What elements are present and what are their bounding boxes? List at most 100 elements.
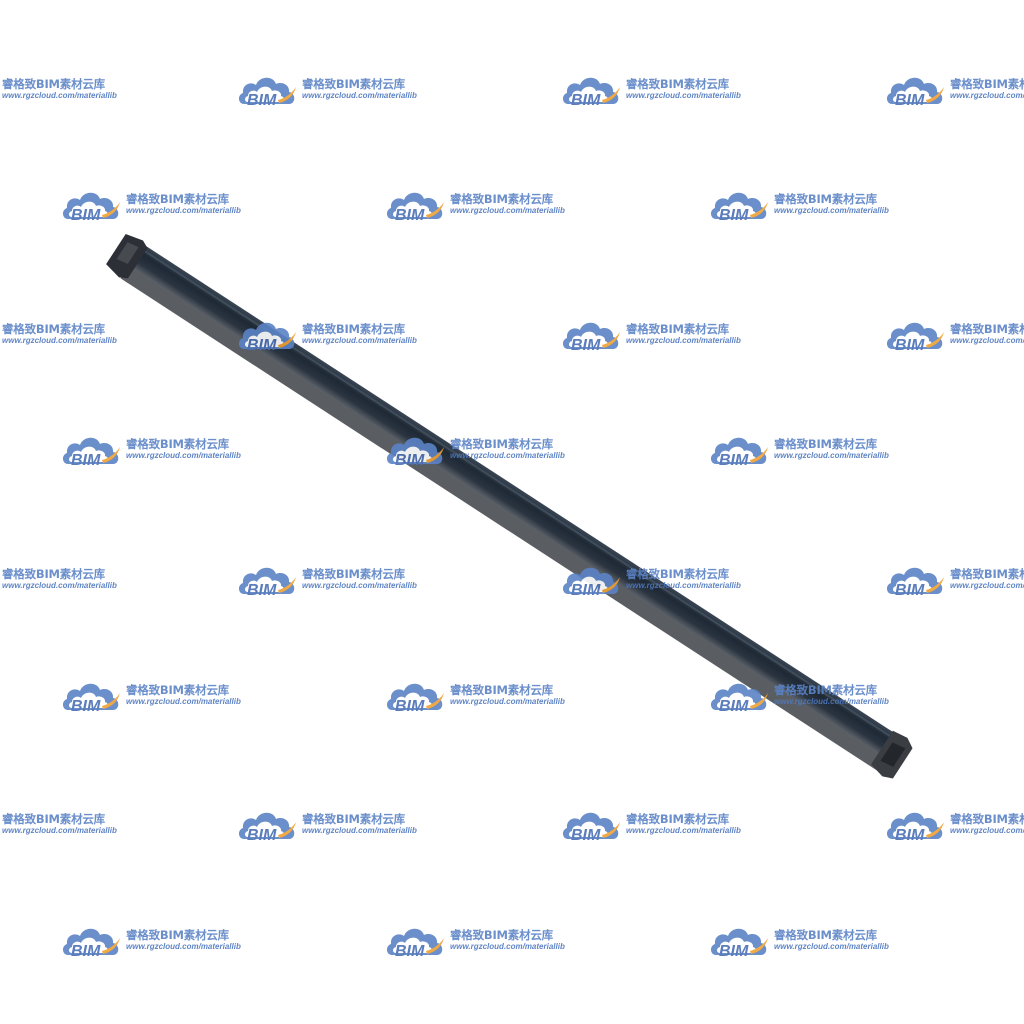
bim-cloud-logo-icon: BIM <box>710 192 768 224</box>
watermark-url: www.rgzcloud.com/materiallib <box>302 581 417 590</box>
bim-logo-text: BIM <box>571 582 601 599</box>
watermark: BIM 睿格致BIM素材云库 www.rgzcloud.com/material… <box>0 315 138 355</box>
watermark-name: 睿格致BIM素材云库 <box>774 928 877 942</box>
bim-cloud-logo-icon: BIM <box>238 322 296 354</box>
watermark-url: www.rgzcloud.com/materiallib <box>950 581 1024 590</box>
watermark: BIM 睿格致BIM素材云库 www.rgzcloud.com/material… <box>386 676 586 716</box>
watermark: BIM 睿格致BIM素材云库 www.rgzcloud.com/material… <box>62 676 262 716</box>
bim-logo-text: BIM <box>247 827 277 844</box>
bim-logo-text: BIM <box>895 92 925 109</box>
watermark-url: www.rgzcloud.com/materiallib <box>126 942 241 951</box>
bim-cloud-logo-icon: BIM <box>62 192 120 224</box>
bim-logo-text: BIM <box>247 92 277 109</box>
watermark-name: 睿格致BIM素材云库 <box>950 812 1024 826</box>
bim-logo-text: BIM <box>71 698 101 715</box>
watermark-name: 睿格致BIM素材云库 <box>126 928 229 942</box>
bim-logo-text: BIM <box>247 337 277 354</box>
watermark: BIM 睿格致BIM素材云库 www.rgzcloud.com/material… <box>62 921 262 961</box>
watermark-name: 睿格致BIM素材云库 <box>126 192 229 206</box>
bim-cloud-logo-icon: BIM <box>62 928 120 960</box>
bim-logo-text: BIM <box>571 92 601 109</box>
bim-cloud-logo-icon: BIM <box>386 437 444 469</box>
watermark-url: www.rgzcloud.com/materiallib <box>450 451 565 460</box>
watermark-url: www.rgzcloud.com/materiallib <box>126 206 241 215</box>
watermark: BIM 睿格致BIM素材云库 www.rgzcloud.com/material… <box>0 805 138 845</box>
watermark-url: www.rgzcloud.com/materiallib <box>626 826 741 835</box>
watermark: BIM 睿格致BIM素材云库 www.rgzcloud.com/material… <box>886 315 1024 355</box>
watermark: BIM 睿格致BIM素材云库 www.rgzcloud.com/material… <box>710 676 910 716</box>
watermark: BIM 睿格致BIM素材云库 www.rgzcloud.com/material… <box>238 315 438 355</box>
rod-end-socket-right <box>880 742 906 767</box>
watermark: BIM 睿格致BIM素材云库 www.rgzcloud.com/material… <box>710 921 910 961</box>
watermark-url: www.rgzcloud.com/materiallib <box>950 826 1024 835</box>
bim-logo-text: BIM <box>395 943 425 960</box>
bim-logo-text: BIM <box>395 698 425 715</box>
rod-highlight <box>143 249 895 740</box>
watermark: BIM 睿格致BIM素材云库 www.rgzcloud.com/material… <box>386 921 586 961</box>
watermark-url: www.rgzcloud.com/materiallib <box>2 91 117 100</box>
watermark-url: www.rgzcloud.com/materiallib <box>774 697 889 706</box>
watermark-url: www.rgzcloud.com/materiallib <box>302 91 417 100</box>
watermark-url: www.rgzcloud.com/materiallib <box>950 91 1024 100</box>
watermark-name: 睿格致BIM素材云库 <box>2 77 105 91</box>
watermark-name: 睿格致BIM素材云库 <box>774 192 877 206</box>
bim-logo-text: BIM <box>395 452 425 469</box>
bim-logo-text: BIM <box>895 582 925 599</box>
watermark-url: www.rgzcloud.com/materiallib <box>126 697 241 706</box>
bim-cloud-logo-icon: BIM <box>386 192 444 224</box>
bim-cloud-logo-icon: BIM <box>710 437 768 469</box>
rod-body <box>127 242 900 759</box>
watermark-name: 睿格致BIM素材云库 <box>450 928 553 942</box>
watermark-name: 睿格致BIM素材云库 <box>302 567 405 581</box>
watermark-url: www.rgzcloud.com/materiallib <box>774 206 889 215</box>
bim-cloud-logo-icon: BIM <box>62 437 120 469</box>
rod-end-socket-left <box>116 242 139 264</box>
watermark-name: 睿格致BIM素材云库 <box>950 567 1024 581</box>
watermark-url: www.rgzcloud.com/materiallib <box>302 826 417 835</box>
bim-cloud-logo-icon: BIM <box>238 567 296 599</box>
watermark-name: 睿格致BIM素材云库 <box>2 322 105 336</box>
bim-cloud-logo-icon: BIM <box>886 567 944 599</box>
bim-cloud-logo-icon: BIM <box>62 683 120 715</box>
watermark: BIM 睿格致BIM素材云库 www.rgzcloud.com/material… <box>562 70 762 110</box>
bim-logo-text: BIM <box>719 698 749 715</box>
steel-rod <box>106 233 913 779</box>
watermark-name: 睿格致BIM素材云库 <box>626 812 729 826</box>
bim-cloud-logo-icon: BIM <box>886 812 944 844</box>
bim-cloud-logo-icon: BIM <box>562 77 620 109</box>
watermark: BIM 睿格致BIM素材云库 www.rgzcloud.com/material… <box>562 805 762 845</box>
bim-cloud-logo-icon: BIM <box>238 77 296 109</box>
bim-logo-text: BIM <box>71 207 101 224</box>
bim-logo-text: BIM <box>571 337 601 354</box>
watermark-url: www.rgzcloud.com/materiallib <box>774 451 889 460</box>
bim-cloud-logo-icon: BIM <box>562 322 620 354</box>
watermark-url: www.rgzcloud.com/materiallib <box>450 697 565 706</box>
watermark-url: www.rgzcloud.com/materiallib <box>626 581 741 590</box>
watermark-url: www.rgzcloud.com/materiallib <box>2 581 117 590</box>
watermark-name: 睿格致BIM素材云库 <box>2 567 105 581</box>
bim-logo-text: BIM <box>719 943 749 960</box>
watermark-name: 睿格致BIM素材云库 <box>626 322 729 336</box>
watermark: BIM 睿格致BIM素材云库 www.rgzcloud.com/material… <box>562 560 762 600</box>
bim-logo-text: BIM <box>719 452 749 469</box>
watermark-name: 睿格致BIM素材云库 <box>126 683 229 697</box>
watermark: BIM 睿格致BIM素材云库 www.rgzcloud.com/material… <box>386 430 586 470</box>
watermark: BIM 睿格致BIM素材云库 www.rgzcloud.com/material… <box>238 560 438 600</box>
bim-logo-text: BIM <box>895 827 925 844</box>
watermark-url: www.rgzcloud.com/materiallib <box>126 451 241 460</box>
watermark: BIM 睿格致BIM素材云库 www.rgzcloud.com/material… <box>238 805 438 845</box>
watermark-url: www.rgzcloud.com/materiallib <box>950 336 1024 345</box>
watermark-url: www.rgzcloud.com/materiallib <box>626 91 741 100</box>
bim-cloud-logo-icon: BIM <box>710 928 768 960</box>
watermark: BIM 睿格致BIM素材云库 www.rgzcloud.com/material… <box>562 315 762 355</box>
watermark: BIM 睿格致BIM素材云库 www.rgzcloud.com/material… <box>710 185 910 225</box>
watermark-name: 睿格致BIM素材云库 <box>774 437 877 451</box>
bim-logo-text: BIM <box>247 582 277 599</box>
watermark-name: 睿格致BIM素材云库 <box>126 437 229 451</box>
bim-logo-text: BIM <box>571 827 601 844</box>
watermark-url: www.rgzcloud.com/materiallib <box>302 336 417 345</box>
watermark-name: 睿格致BIM素材云库 <box>302 812 405 826</box>
bim-logo-text: BIM <box>895 337 925 354</box>
